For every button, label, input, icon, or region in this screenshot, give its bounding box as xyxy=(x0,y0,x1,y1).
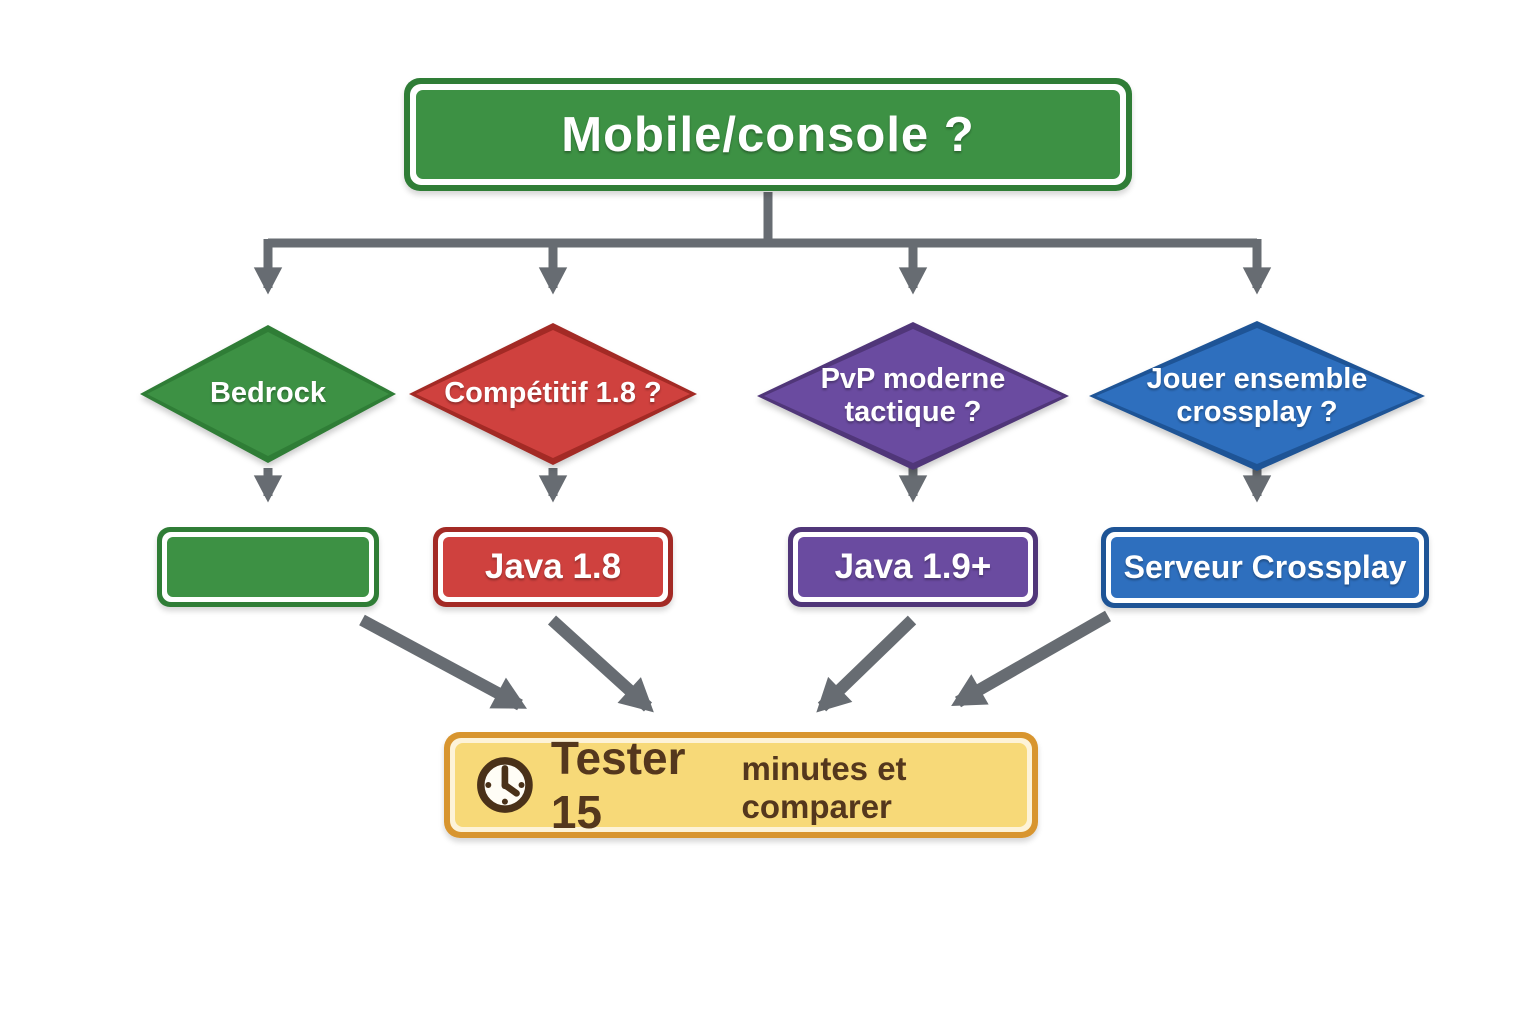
question-line-1: PvP moderne xyxy=(820,362,1006,395)
question-line-1: Compétitif 1.8 ? xyxy=(444,377,662,410)
decision-diamond-competitif: Compétitif 1.8 ? xyxy=(409,323,697,465)
result-box-fill xyxy=(167,537,369,597)
arrow-java19-to-footer xyxy=(816,615,917,713)
diamond-label: Jouer ensemble crossplay ? xyxy=(1089,321,1425,471)
result-box-white-ring: Java 1.8 xyxy=(438,532,668,602)
question-line-1: Bedrock xyxy=(209,377,327,410)
footer-rest-text: minutes et comparer xyxy=(741,750,907,825)
result-box-border: Java 1.8 xyxy=(433,527,673,607)
footer-highlight-text: Tester 15 xyxy=(550,732,686,838)
result-box-java-19: Java 1.9+ xyxy=(788,527,1038,607)
result-box-fill: Java 1.9+ xyxy=(798,537,1028,597)
decision-diamond-bedrock: Bedrock xyxy=(140,325,396,463)
result-label: Java 1.9+ xyxy=(834,547,992,586)
root-question-label: Mobile/console ? xyxy=(561,107,975,162)
decision-diamond-crossplay: Jouer ensemble crossplay ? xyxy=(1089,321,1425,471)
question-line-2: tactique ? xyxy=(844,396,982,428)
result-box-fill: Serveur Crossplay xyxy=(1111,537,1419,598)
decision-diamond-pvp-moderne: PvP moderne tactique ? xyxy=(757,322,1069,470)
diamond-label: Compétitif 1.8 ? xyxy=(409,323,697,465)
result-box-border xyxy=(157,527,379,607)
result-box-java-18: Java 1.8 xyxy=(433,527,673,607)
arrow-bedrock-to-footer xyxy=(359,614,527,711)
result-box-bedrock xyxy=(157,527,379,607)
result-box-serveur-crossplay: Serveur Crossplay xyxy=(1101,527,1429,608)
result-box-fill: Java 1.8 xyxy=(443,537,663,597)
footer-inner-ring: Tester 15 minutes et comparer xyxy=(450,732,1032,838)
result-box-white-ring: Serveur Crossplay xyxy=(1106,532,1424,603)
root-box-white-ring: Mobile/console ? xyxy=(410,84,1126,185)
arrow-crossplay-to-footer xyxy=(951,610,1111,708)
arrow-java18-to-footer xyxy=(547,615,654,713)
result-label: Java 1.8 xyxy=(484,547,622,586)
root-box-fill: Mobile/console ? xyxy=(416,90,1120,179)
footer-fill: Tester 15 minutes et comparer xyxy=(455,732,1027,838)
question-line-2: crossplay ? xyxy=(1176,396,1338,428)
footer-border: Tester 15 minutes et comparer xyxy=(444,732,1038,838)
result-label: Serveur Crossplay xyxy=(1123,549,1407,585)
clock-icon xyxy=(477,757,533,813)
root-branch-connector xyxy=(268,192,1257,248)
result-box-border: Java 1.9+ xyxy=(788,527,1038,607)
diamond-label: PvP moderne tactique ? xyxy=(757,322,1069,470)
result-box-white-ring: Java 1.9+ xyxy=(793,532,1033,602)
result-box-border: Serveur Crossplay xyxy=(1101,527,1429,608)
footer-banner: Tester 15 minutes et comparer xyxy=(444,732,1038,838)
result-box-white-ring xyxy=(162,532,374,602)
diamond-label: Bedrock xyxy=(140,325,396,463)
root-question-box: Mobile/console ? xyxy=(404,78,1132,191)
question-line-1: Jouer ensemble xyxy=(1146,362,1368,395)
root-box-border: Mobile/console ? xyxy=(404,78,1132,191)
footer-content: Tester 15 minutes et comparer xyxy=(455,731,1027,839)
